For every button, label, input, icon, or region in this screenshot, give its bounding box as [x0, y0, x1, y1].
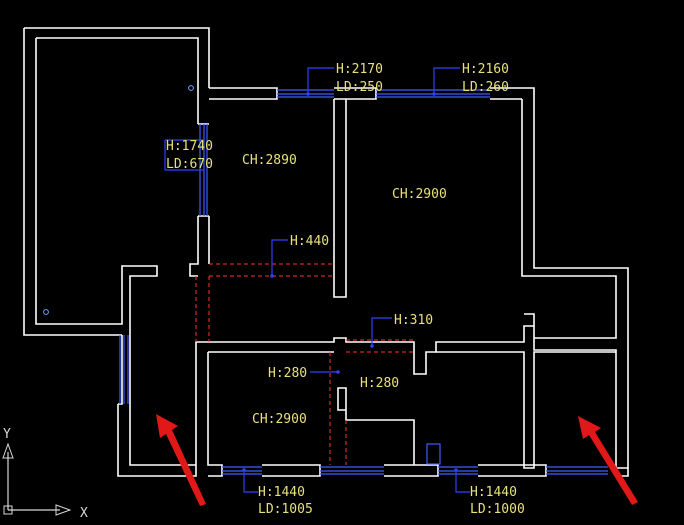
fixture-circle-top	[188, 85, 194, 91]
axis-y-arrowhead	[2, 442, 14, 459]
label-win-bottom-right-ld: LD:1000	[470, 502, 525, 517]
wall-bottom-mid	[262, 387, 439, 477]
wall-corridor-left	[118, 335, 131, 405]
wall-left-room-divider	[189, 216, 210, 277]
label-win-top-left-ld: LD:250	[336, 80, 383, 95]
red-arrow-left	[156, 414, 206, 506]
label-h280-left: H:280	[268, 366, 307, 381]
label-room-ch-bottom: CH:2900	[252, 412, 307, 427]
axis-x-arrowhead	[55, 504, 72, 516]
wall-bottom-right	[478, 464, 547, 477]
leader-top-right	[433, 67, 460, 94]
leader-dot-h280-left	[336, 370, 340, 374]
leader-dot-top-right	[432, 92, 436, 96]
label-win-bottom-right-h: H:1440	[470, 485, 517, 500]
leader-dot-h310	[370, 344, 374, 348]
label-win-left-h: H:1740	[166, 139, 213, 154]
label-win-bottom-left-h: H:1440	[258, 485, 305, 500]
door-marker-blue	[426, 443, 441, 465]
axis-y-label: Y	[3, 427, 11, 442]
wall-top-left	[209, 87, 278, 100]
label-room-ch-left: CH:2890	[242, 153, 297, 168]
label-win-left-ld: LD:670	[166, 157, 213, 172]
window-bottom-right-a	[438, 466, 478, 475]
window-top-left	[277, 89, 334, 98]
leader-dot-h440	[270, 274, 274, 278]
leader-dot-top-left	[306, 92, 310, 96]
fixture-circle-bottom	[43, 309, 49, 315]
leader-dot-bottom-left	[242, 468, 246, 472]
walls	[23, 27, 629, 477]
wall-left-room-inner	[35, 37, 199, 335]
wall-left-room-outer	[23, 27, 210, 336]
leader-h440	[271, 239, 288, 276]
axis-origin-box	[3, 505, 13, 515]
leader-lines	[164, 67, 470, 493]
leader-h310	[371, 317, 392, 346]
window-corridor	[119, 335, 129, 404]
wall-top-middle	[333, 87, 377, 298]
leader-dot-bottom-right	[454, 468, 458, 472]
leader-left-window	[164, 139, 204, 171]
red-arrow-right	[578, 416, 638, 505]
label-h280-right: H:280	[360, 376, 399, 391]
window-bottom-right-b	[546, 466, 608, 475]
leader-top-left	[307, 67, 334, 94]
leader-bottom-left	[243, 470, 258, 493]
ucs-axis-icon: Y X	[2, 427, 88, 521]
label-win-bottom-left-ld: LD:1005	[258, 502, 313, 517]
beam-lower	[329, 339, 414, 465]
window-bottom-left	[222, 466, 262, 475]
label-beam-h440: H:440	[290, 234, 329, 249]
label-win-top-right-h: H:2160	[462, 62, 509, 77]
window-bottom-mid	[320, 466, 384, 475]
label-win-top-right-ld: LD:260	[462, 80, 509, 95]
wall-top-right	[435, 87, 629, 469]
label-room-ch-center: CH:2900	[392, 187, 447, 202]
axis-x-label: X	[80, 506, 88, 521]
label-beam-h310: H:310	[394, 313, 433, 328]
dashed-beams	[195, 263, 414, 465]
beam-upper	[195, 263, 334, 342]
leader-bottom-right	[455, 470, 470, 493]
wall-bottom-left-room	[117, 337, 436, 477]
dimension-labels: H:2170 LD:250 H:2160 LD:260 H:1740 LD:67…	[166, 62, 525, 517]
label-win-top-left-h: H:2170	[336, 62, 383, 77]
